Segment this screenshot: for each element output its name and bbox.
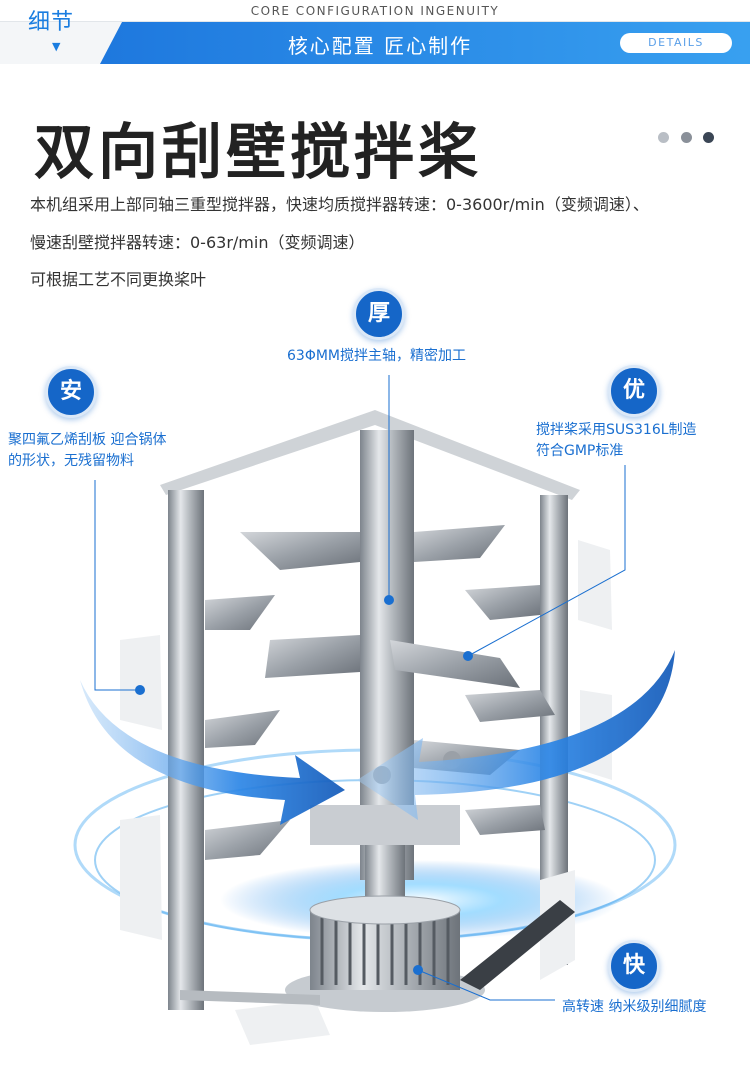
section-tag: 细节 (28, 10, 75, 35)
carousel-dot-1[interactable] (658, 132, 669, 143)
callout-safe-line-1: 聚四氟乙烯刮板 迎合锅体 (8, 432, 167, 448)
badge-thick: 厚 (353, 288, 405, 340)
description-line-3: 可根据工艺不同更换桨叶 (30, 270, 207, 289)
agitator-illustration (0, 300, 750, 1045)
badge-good: 优 (608, 365, 660, 417)
header-banner (0, 0, 750, 64)
callout-safe-line-2: 的形状，无残留物料 (8, 453, 134, 469)
callout-fast-text: 高转速 纳米级别细腻度 (562, 999, 707, 1015)
details-button[interactable]: DETAILS (620, 33, 732, 53)
badge-safe: 安 (45, 366, 97, 418)
callout-good-line-2: 符合GMP标准 (536, 443, 624, 459)
description-line-1: 本机组采用上部同轴三重型搅拌器，快速均质搅拌器转速：0-3600r/min（变频… (30, 195, 649, 214)
badge-fast: 快 (608, 940, 660, 992)
header-subtitle-en: CORE CONFIGURATION INGENUITY (250, 4, 500, 18)
carousel-dot-2[interactable] (681, 132, 692, 143)
page-title: 双向刮壁搅拌桨 (34, 118, 482, 188)
description-line-2: 慢速刮壁搅拌器转速：0-63r/min（变频调速） (30, 233, 365, 252)
carousel-dot-3[interactable] (703, 132, 714, 143)
callout-good-line-1: 搅拌桨采用SUS316L制造 (536, 422, 697, 438)
chevron-down-icon: ▼ (52, 40, 61, 53)
callout-thick-text: 63ΦMM搅拌主轴，精密加工 (287, 348, 466, 364)
header-subtitle-cn: 核心配置 匠心制作 (287, 34, 473, 58)
